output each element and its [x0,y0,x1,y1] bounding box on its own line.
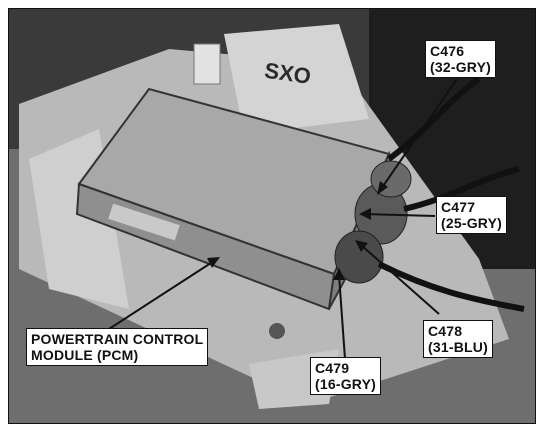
callout-pcm: POWERTRAIN CONTROL MODULE (PCM) [26,328,209,366]
relay-tab [193,43,221,85]
callout-c479: C479 (16-GRY) [310,357,381,395]
leader-pcm [108,260,215,330]
pcm-label-plate [108,203,180,241]
connector-c478 [334,230,384,284]
wire-harness-1 [387,76,481,162]
leader-c479 [338,274,346,360]
arrowhead-c477 [359,208,371,220]
leader-c478 [360,244,440,315]
mounting-bolt [269,323,285,339]
arrowhead-c479 [333,268,345,280]
wire-harness-3 [377,261,525,312]
connector-c476 [370,160,412,198]
relay-box [224,24,369,134]
callout-c478: C478 (31-BLU) [423,320,493,358]
arrowhead-c476 [377,181,388,195]
arrowhead-c478 [355,240,368,252]
arrowhead-pcm [207,257,220,268]
wire-harness-2 [403,166,520,212]
callout-c476: C476 (32-GRY) [425,40,496,78]
callout-c477: C477 (25-GRY) [436,196,507,234]
leader-c476 [380,78,458,190]
leader-c477 [364,213,436,217]
